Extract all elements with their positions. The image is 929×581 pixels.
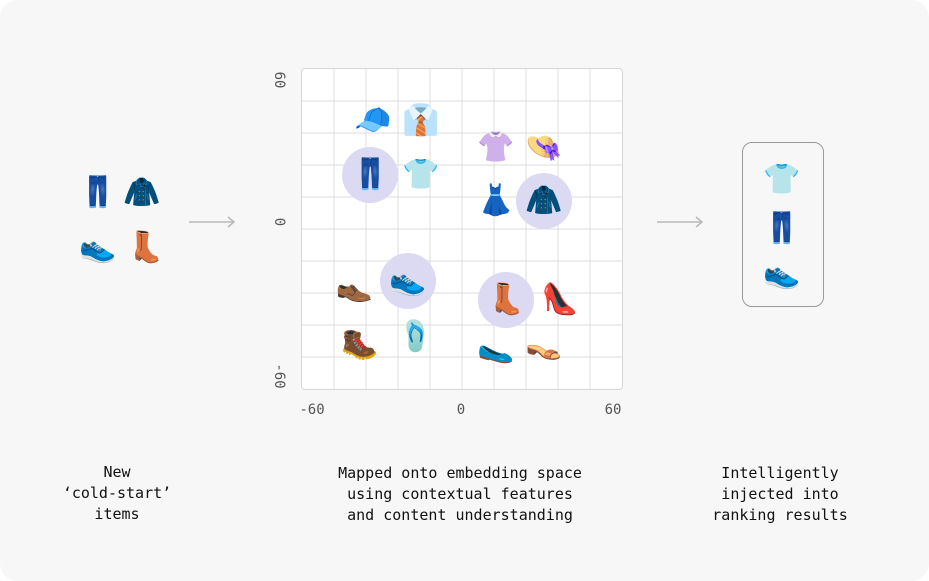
ranking-results-panel (742, 142, 824, 307)
x-tick-label: 60 (604, 402, 622, 418)
highlight-circle (515, 173, 572, 230)
coat-icon: 🧥 (123, 175, 161, 210)
y-tick-label: 60 (271, 71, 287, 89)
jeans-icon: 👖 (79, 175, 117, 210)
coat-icon: 🧥 (524, 183, 563, 219)
jeans-icon: 👖 (351, 156, 389, 192)
boot-icon: 👢 (487, 282, 525, 317)
sandal-icon: 👡 (524, 327, 563, 363)
caption-embedding: Mapped onto embedding space using contex… (338, 464, 582, 524)
caption-ranking: Intelligently injected into ranking resu… (712, 464, 848, 524)
y-tick-label: -60 (271, 363, 287, 389)
sneaker-icon: 👟 (388, 263, 427, 299)
highlight-circle (379, 253, 436, 310)
sneaker-icon: 👟 (79, 230, 117, 265)
x-tick-label: 0 (456, 402, 466, 418)
sneaker-icon: 👟 (763, 256, 801, 291)
polo-shirt-icon: 👕 (402, 156, 440, 192)
jeans-icon: 👖 (763, 211, 801, 246)
sun-hat-icon: 👒 (524, 130, 563, 165)
embedding-space-plot (301, 68, 623, 390)
arrow-right-icon (189, 216, 236, 228)
dress-shoe-icon: 👞 (335, 268, 373, 304)
x-tick-label: -60 (299, 402, 325, 418)
blouse-icon: 👚 (476, 130, 515, 165)
caption-cold-start: New ‘cold-start’ items (62, 463, 172, 523)
hiking-boot-icon: 🥾 (340, 327, 379, 363)
boot-icon: 👢 (127, 230, 165, 265)
flat-shoe-icon: 🥿 (476, 330, 515, 365)
highlight-circle (342, 146, 399, 203)
flip-flop-icon: 🩴 (396, 319, 435, 355)
shirt-tie-icon: 👔 (402, 103, 440, 139)
highlight-circle (478, 272, 535, 328)
arrow-right-icon (657, 216, 704, 228)
high-heel-icon: 👠 (540, 282, 579, 317)
cap-icon: 🧢 (354, 103, 392, 139)
polo-shirt-icon: 👕 (763, 162, 801, 197)
dress-icon: 👗 (476, 183, 515, 219)
y-tick-label: 0 (271, 217, 287, 227)
